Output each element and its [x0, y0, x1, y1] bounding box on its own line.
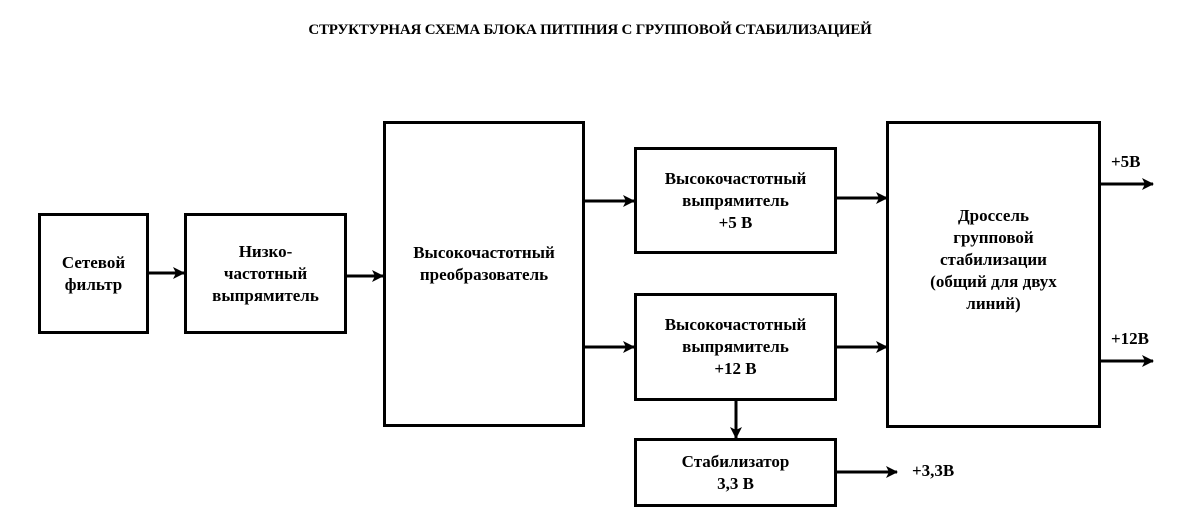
block-lf-rectifier: Низко- частотный выпрямитель: [184, 213, 347, 334]
block-hf-rectifier-12v-label: Высокочастотный выпрямитель +12 В: [664, 315, 807, 378]
output-label-3v3: +3,3В: [912, 461, 955, 480]
block-hf-rectifier-5v: Высокочастотный выпрямитель +5 В: [634, 147, 837, 254]
block-lf-rectifier-label: Низко- частотный выпрямитель: [212, 241, 319, 305]
block-mains-filter-label: Сетевой фильтр: [61, 252, 126, 294]
output-label-12v: +12В: [1111, 329, 1150, 348]
block-group-choke-label: Дроссель групповой стабилизации (общий д…: [930, 205, 1057, 313]
diagram-title: СТРУКТУРНАЯ СХЕМА БЛОКА ПИТПНИЯ С ГРУППО…: [308, 22, 872, 38]
block-hf-rectifier-12v: Высокочастотный выпрямитель +12 В: [634, 293, 837, 401]
block-mains-filter: Сетевой фильтр: [38, 213, 149, 334]
output-label-5v: +5В: [1111, 152, 1141, 171]
block-stabilizer-3v3: Стабилизатор 3,3 В: [634, 438, 837, 507]
block-group-choke: Дроссель групповой стабилизации (общий д…: [886, 121, 1101, 428]
block-hf-converter: Высокочастотный преобразователь: [383, 121, 585, 427]
block-hf-rectifier-5v-label: Высокочастотный выпрямитель +5 В: [664, 168, 807, 232]
block-stabilizer-3v3-label: Стабилизатор 3,3 В: [681, 451, 790, 493]
block-hf-converter-label: Высокочастотный преобразователь: [413, 243, 555, 284]
